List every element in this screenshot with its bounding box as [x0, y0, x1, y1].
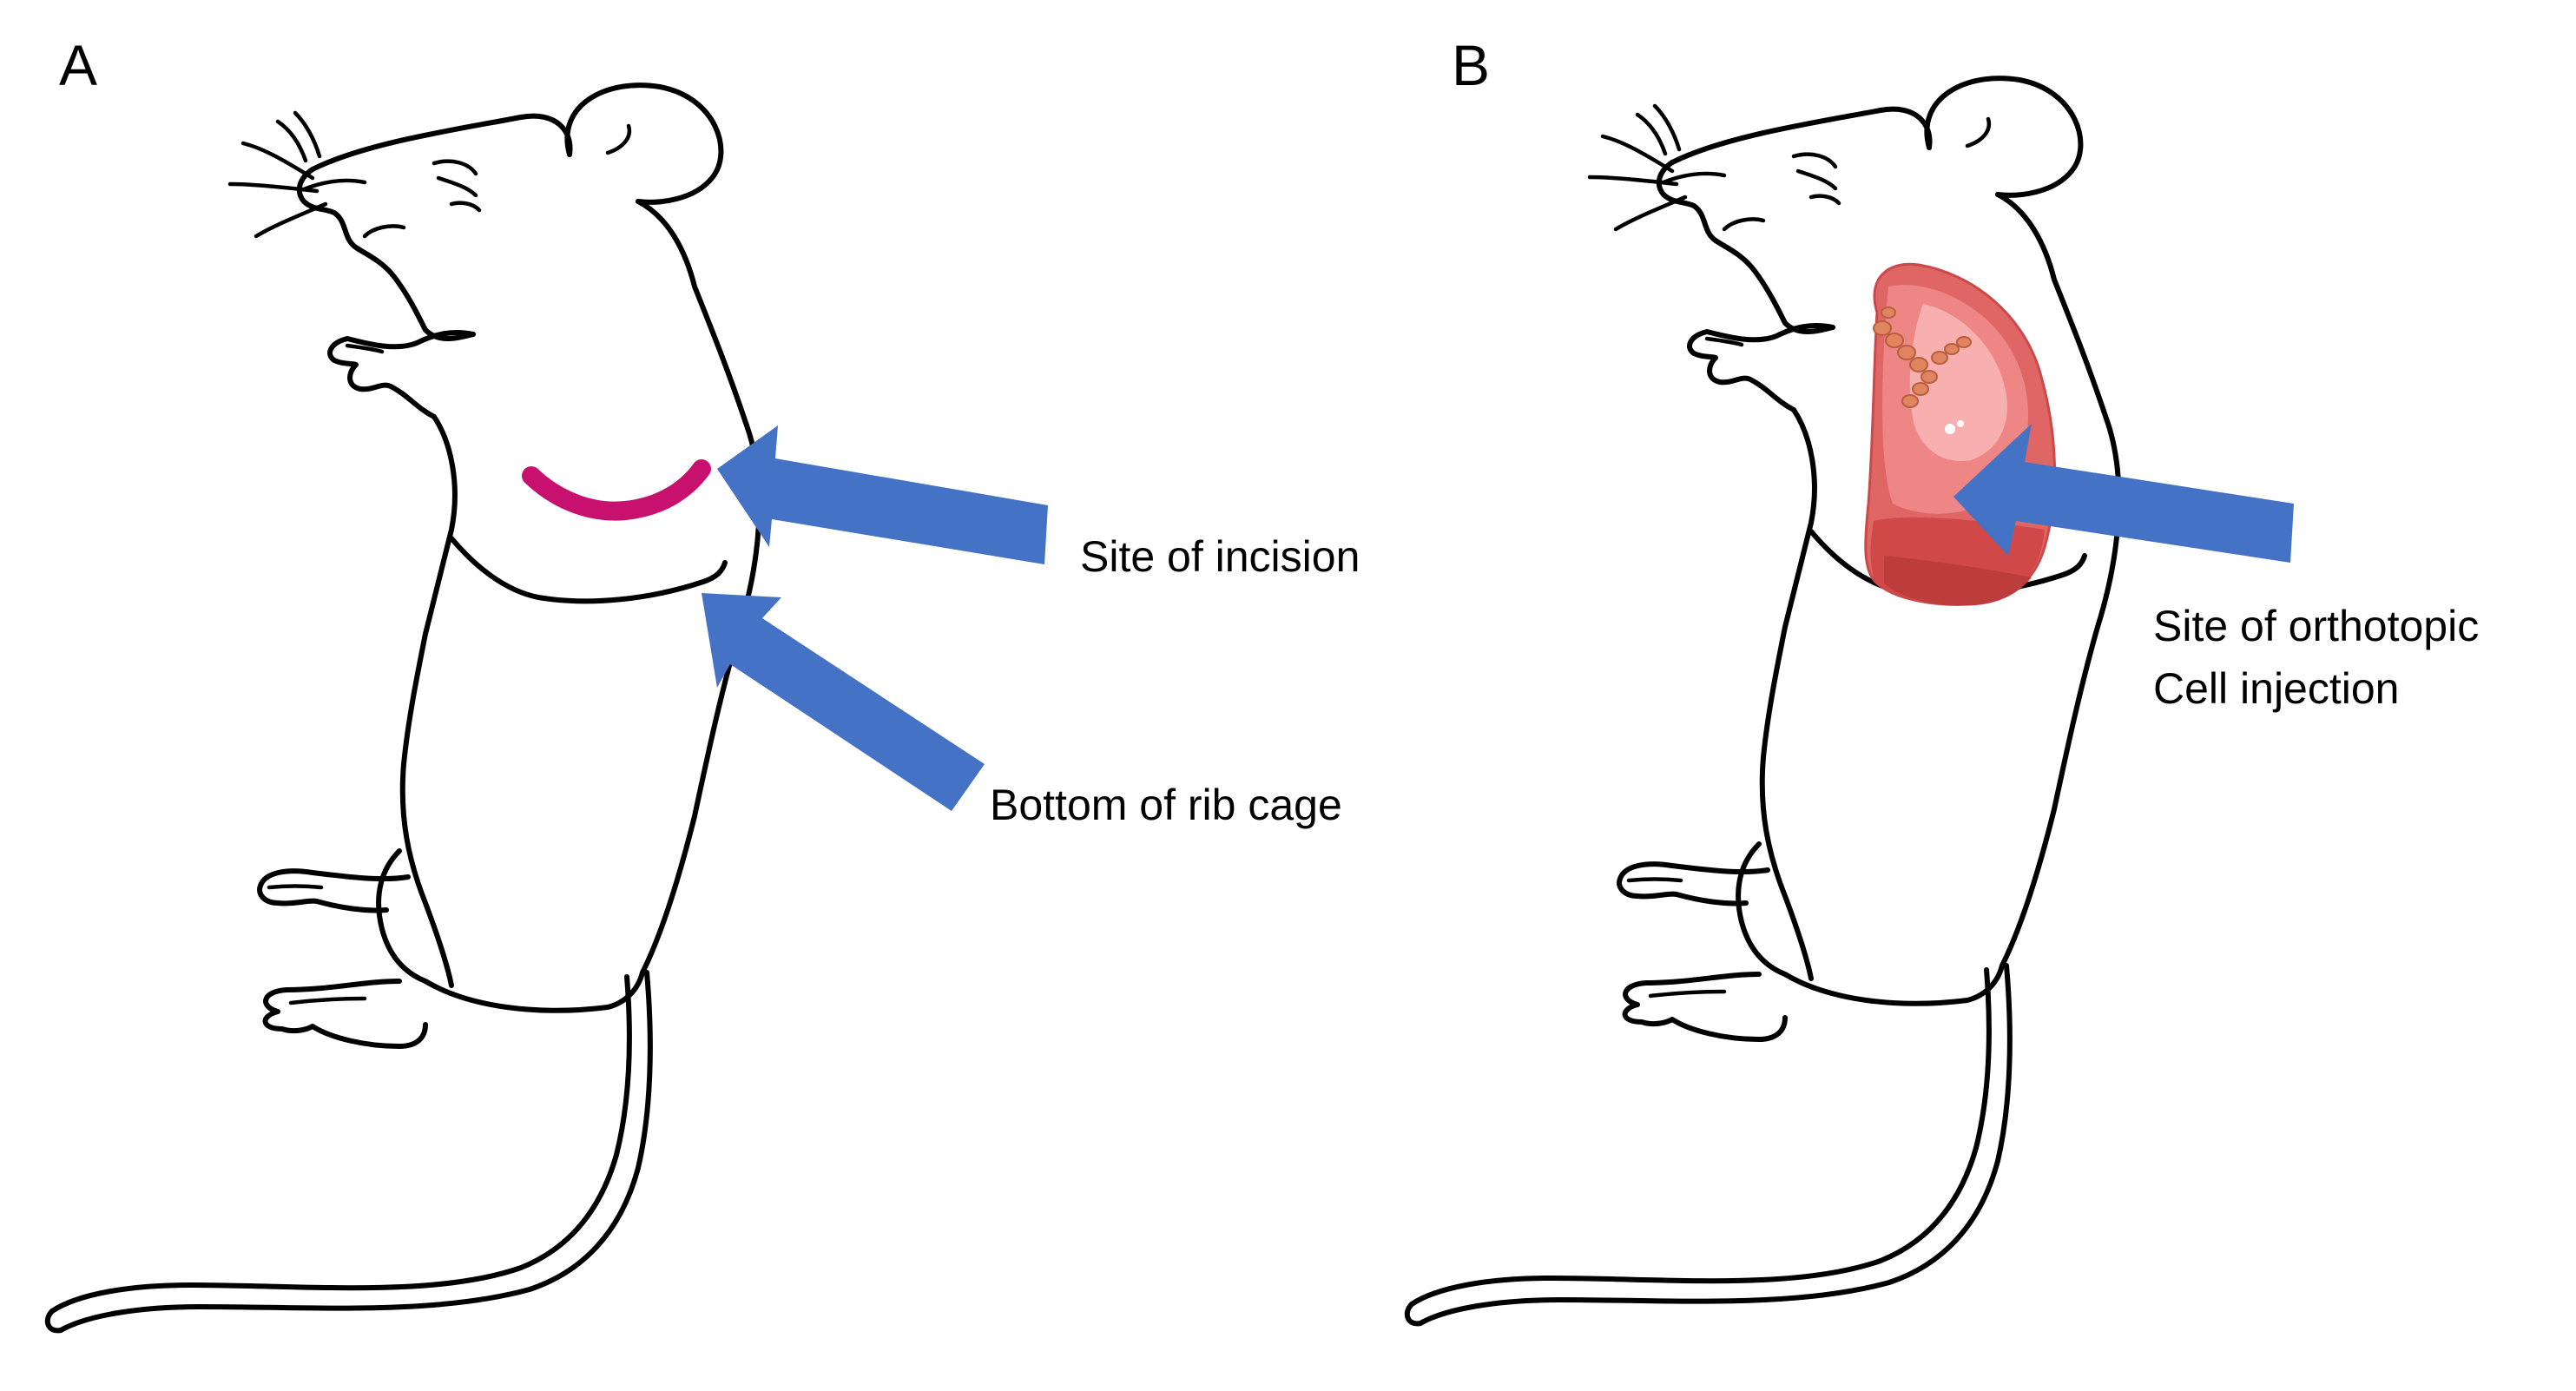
incision-label: Site of incision — [1080, 532, 1360, 581]
mouse-drawing-a — [48, 85, 760, 1330]
lung-illustration — [1864, 262, 2056, 606]
injection-label-line2: Cell injection — [2153, 664, 2399, 713]
incision-mark — [522, 459, 711, 521]
panel-a: A Site of incision Bottom of rib cage — [48, 33, 1360, 1330]
injection-arrow — [1953, 424, 2294, 563]
panel-b-letter: B — [1452, 33, 1490, 97]
panel-b: B — [1407, 33, 2479, 1323]
panel-a-letter: A — [59, 33, 97, 97]
rib-cage-arrow — [702, 593, 985, 811]
mouse-drawing-b — [1407, 78, 2119, 1323]
rib-cage-label: Bottom of rib cage — [990, 781, 1342, 829]
injection-label-line1: Site of orthotopic — [2153, 602, 2479, 650]
incision-arrow — [717, 425, 1048, 564]
